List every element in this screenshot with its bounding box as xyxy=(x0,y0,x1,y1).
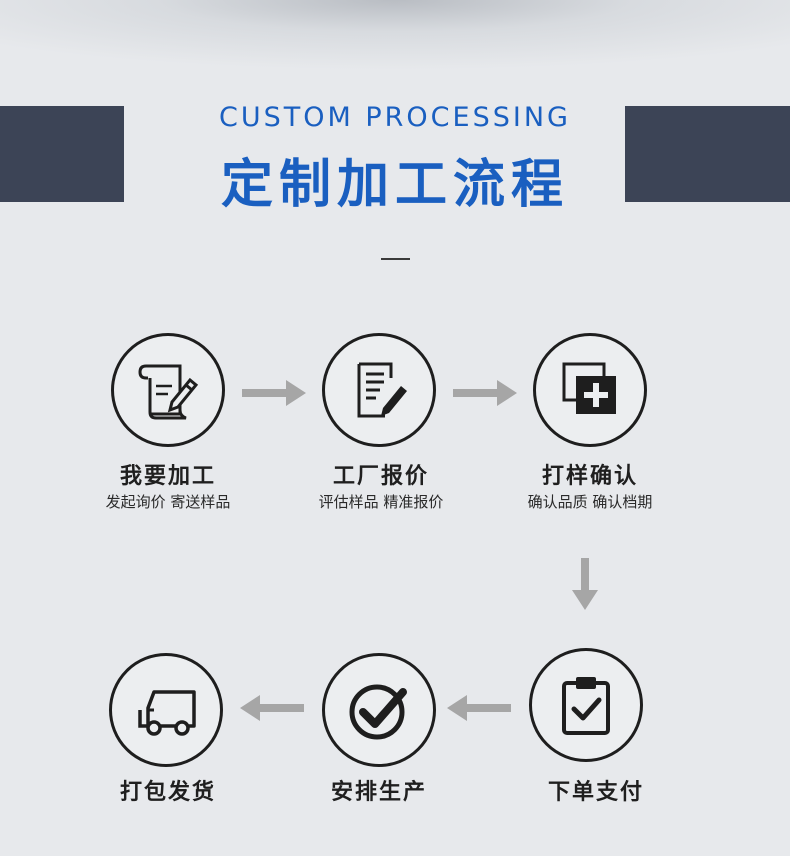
chinese-title: 定制加工流程 xyxy=(220,155,569,215)
arrow-right-2 xyxy=(453,380,517,410)
step-6-title: 打包发货 xyxy=(119,780,216,805)
step-3-title: 打样确认 xyxy=(541,464,638,489)
step-2-title: 工厂报价 xyxy=(332,464,429,489)
clipboard-check-icon xyxy=(562,677,610,735)
step-2-circle xyxy=(322,333,436,447)
step-5-circle xyxy=(322,653,436,767)
step-1-circle xyxy=(111,333,225,447)
arrow-left-2 xyxy=(240,695,304,725)
step-4-circle xyxy=(529,648,643,762)
step-3-circle xyxy=(533,333,647,447)
document-pen-icon xyxy=(357,362,407,418)
check-circle-icon xyxy=(349,684,407,740)
delivery-truck-icon xyxy=(138,690,196,736)
arrow-right-1 xyxy=(242,380,306,410)
step-1-subtitle: 发起询价 寄送样品 xyxy=(105,493,231,511)
arrow-left-1 xyxy=(447,695,511,725)
step-2-subtitle: 评估样品 精准报价 xyxy=(318,493,444,511)
step-6-circle xyxy=(109,653,223,767)
step-3-subtitle: 确认品质 确认档期 xyxy=(527,493,653,511)
step-1-title: 我要加工 xyxy=(119,464,216,489)
scroll-pen-icon xyxy=(138,364,199,420)
step-5-title: 安排生产 xyxy=(330,780,427,805)
step-4-title: 下单支付 xyxy=(547,780,644,805)
arrow-down xyxy=(572,558,598,614)
english-title: CUSTOM PROCESSING xyxy=(219,102,571,133)
header-left-bar xyxy=(0,106,124,202)
header-right-bar xyxy=(625,106,790,202)
layers-plus-icon xyxy=(562,362,616,414)
title-divider xyxy=(381,258,410,260)
